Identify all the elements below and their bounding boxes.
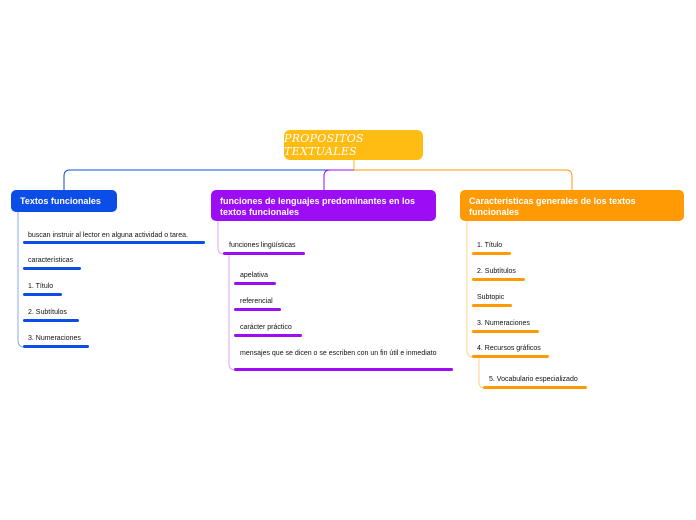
subtopic-label: 1. Título: [28, 283, 54, 290]
subtopic-underline: [472, 252, 511, 255]
subtopic-underline: [472, 304, 512, 307]
connector-branch-1: [63, 169, 354, 190]
subtopic-underline: [234, 308, 281, 311]
subtopic-label: características: [28, 257, 74, 264]
connector-branch-2: [323, 169, 354, 190]
subtopic-label: funciones lingüísticas: [229, 242, 296, 249]
subtopic-subtopic[interactable]: Subtopic: [477, 294, 504, 302]
main-topic-textos-funcionales[interactable]: Textos funcionales: [11, 190, 117, 212]
subtopic-label: 3. Numeraciones: [477, 320, 530, 327]
subtopic-mensajes[interactable]: mensajes que se dicen o se escriben con …: [240, 350, 440, 358]
subtopic-vocabulario-especializado[interactable]: 5. Vocabulario especializado: [489, 376, 578, 384]
subtopic-label: buscan instruir al lector en alguna acti…: [28, 232, 188, 239]
main-topic-label: Textos funcionales: [20, 196, 101, 206]
subtopic-numeraciones[interactable]: 3. Numeraciones: [28, 335, 81, 343]
subtopic-referencial[interactable]: referencial: [240, 298, 273, 306]
subtopic-recursos-graficos[interactable]: 4. Recursos gráficos: [477, 345, 541, 353]
subtopic-label: apelativa: [240, 272, 269, 279]
subtopic-underline: [472, 355, 549, 358]
subtopic-label: 5. Vocabulario especializado: [489, 376, 578, 383]
subtopic-underline: [23, 319, 79, 322]
subtopic-underline: [234, 282, 276, 285]
main-topic-caracteristicas-generales[interactable]: Características generales de los textos …: [460, 190, 684, 221]
subtopic-label: mensajes que se dicen o se escriben con …: [240, 350, 437, 357]
root-topic[interactable]: PROPOSITOS TEXTUALES: [284, 130, 423, 160]
subtopic-underline: [223, 252, 305, 255]
subtopic-label: 2. Subtítulos: [28, 309, 67, 316]
subtopic-subtitulos[interactable]: 2. Subtítulos: [477, 268, 516, 276]
subtopic-subtitulos[interactable]: 2. Subtítulos: [28, 309, 67, 317]
subtopic-titulo[interactable]: 1. Título: [28, 283, 53, 291]
connector-branch-2-level2: [228, 254, 236, 371]
subtopic-label: referencial: [240, 298, 273, 305]
subtopic-numeraciones[interactable]: 3. Numeraciones: [477, 320, 530, 328]
subtopic-underline: [23, 241, 205, 244]
connector-branch-3: [354, 169, 573, 190]
subtopic-label: carácter práctico: [240, 324, 292, 331]
subtopic-label: 3. Numeraciones: [28, 335, 81, 342]
main-topic-funciones-lenguajes[interactable]: funciones de lenguajes predominantes en …: [211, 190, 436, 221]
subtopic-underline: [23, 345, 89, 348]
subtopic-titulo[interactable]: 1. Título: [477, 242, 502, 250]
subtopic-underline: [472, 278, 525, 281]
subtopic-caracteristicas[interactable]: características: [28, 257, 73, 265]
subtopic-underline: [472, 330, 539, 333]
subtopic-buscan-instruir[interactable]: buscan instruir al lector en alguna acti…: [28, 232, 188, 240]
subtopic-label: Subtopic: [477, 294, 505, 301]
root-topic-label: PROPOSITOS TEXTUALES: [284, 132, 364, 158]
main-topic-label: Características generales de los textos …: [469, 196, 636, 217]
subtopic-underline: [23, 267, 81, 270]
subtopic-caracter-practico[interactable]: carácter práctico: [240, 324, 292, 332]
subtopic-apelativa[interactable]: apelativa: [240, 272, 268, 280]
main-topic-label: funciones de lenguajes predominantes en …: [220, 196, 416, 217]
subtopic-funciones-linguisticas[interactable]: funciones lingüísticas: [229, 242, 296, 250]
connector-branch-1-children: [17, 212, 25, 348]
subtopic-underline: [483, 386, 587, 389]
subtopic-underline: [234, 368, 453, 371]
connector-branch-3-level2: [478, 357, 486, 389]
connector-branch-3-children: [466, 221, 474, 358]
subtopic-underline: [234, 334, 302, 337]
subtopic-label: 2. Subtítulos: [477, 268, 516, 275]
subtopic-label: 4. Recursos gráficos: [477, 345, 541, 352]
subtopic-underline: [23, 293, 62, 296]
subtopic-label: 1. Título: [477, 242, 503, 249]
connector-branch-2-level1: [217, 221, 225, 255]
